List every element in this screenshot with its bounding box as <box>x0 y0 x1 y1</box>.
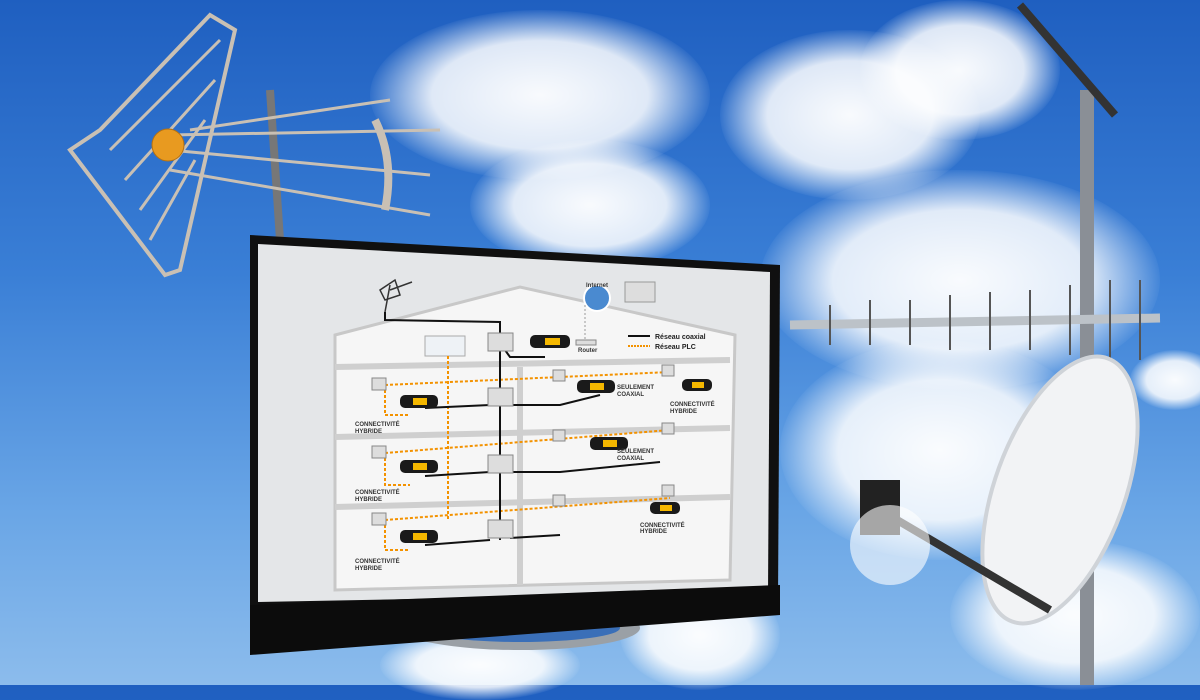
hybrid-label: CONNECTIVITÉ <box>355 557 400 565</box>
mini-antenna-icon <box>379 278 413 313</box>
router-label: Router <box>578 348 598 354</box>
hybrid-label: CONNECTIVITÉ <box>670 400 715 408</box>
only-coax-label: COAXIAL <box>617 392 644 398</box>
globe-icon <box>583 284 611 312</box>
hybrid-label: HYBRIDE <box>640 529 667 535</box>
yagi-antenna <box>789 2 1161 685</box>
legend-plc: Réseau PLC <box>655 344 696 351</box>
only-coax-label: SEULEMENT <box>617 385 654 391</box>
hybrid-label: HYBRIDE <box>355 566 382 572</box>
hybrid-label: CONNECTIVITÉ <box>355 488 400 496</box>
scene: Internet Router Réseau coaxial Réseau PL… <box>67 2 1161 685</box>
hybrid-label: CONNECTIVITÉ <box>640 521 685 529</box>
soundbar <box>250 585 780 655</box>
legend-coax: Réseau coaxial <box>655 334 706 341</box>
only-coax-label: SEULEMENT <box>617 449 654 455</box>
hybrid-label: HYBRIDE <box>355 429 382 435</box>
satellite-dish <box>850 354 1140 626</box>
uhf-antenna <box>67 12 441 278</box>
hybrid-label: CONNECTIVITÉ <box>355 420 400 428</box>
internet-label: Internet <box>586 283 608 289</box>
hybrid-label: HYBRIDE <box>670 409 697 415</box>
hybrid-label: HYBRIDE <box>355 497 382 503</box>
house-network-diagram: Internet Router Réseau coaxial Réseau PL… <box>333 278 737 592</box>
only-coax-label: COAXIAL <box>617 456 644 462</box>
